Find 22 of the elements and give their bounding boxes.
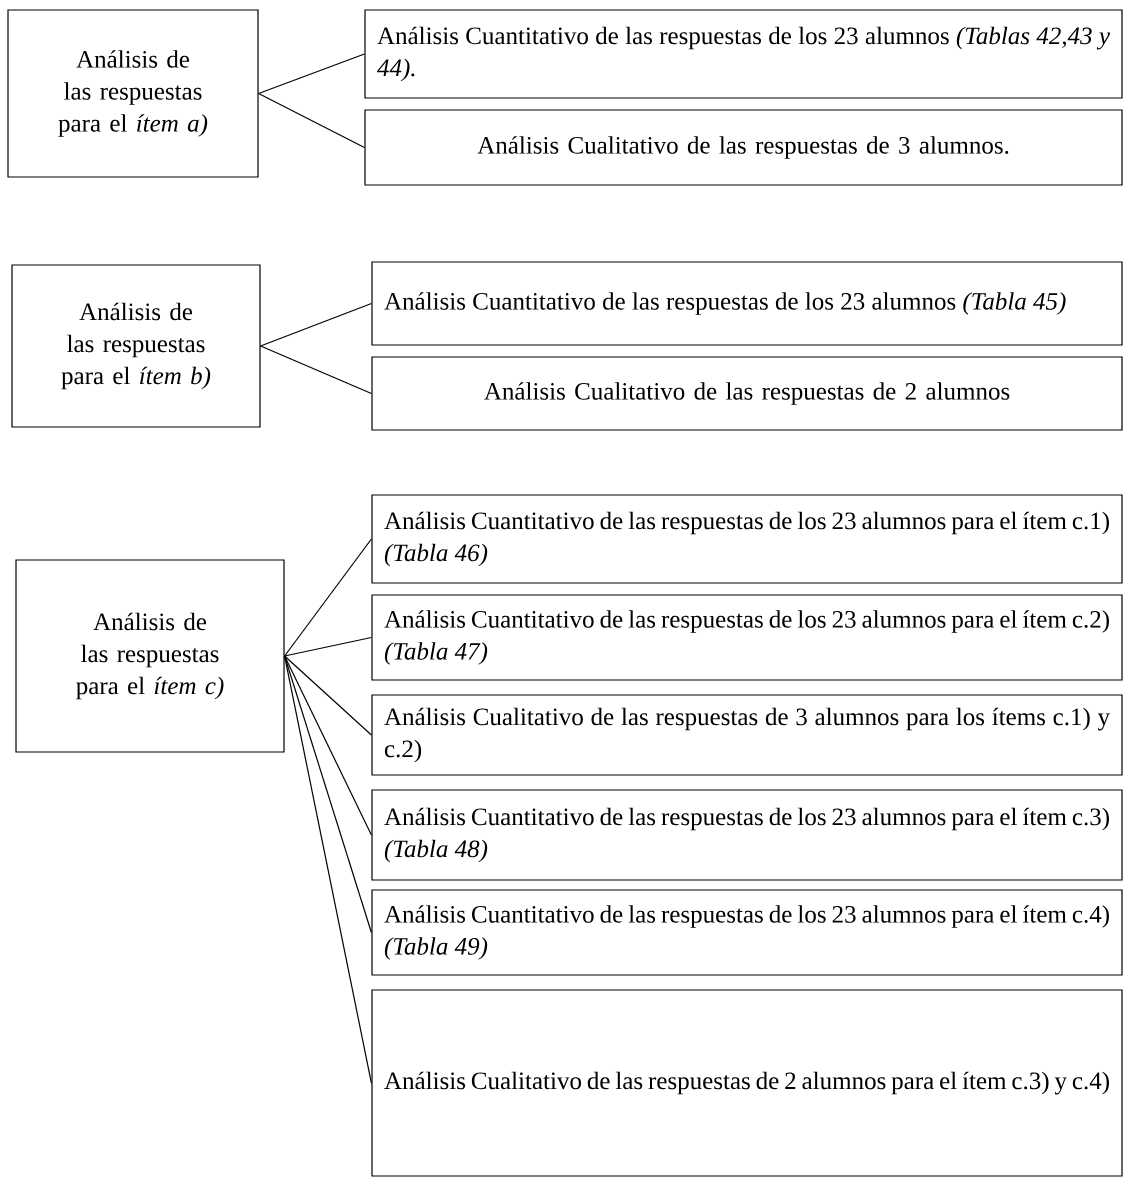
connector-line	[258, 92, 365, 149]
text-box: Análisis de las respuestas para el ítem a)	[7, 9, 259, 178]
text-box: Análisis Cuantitativo de las respuestas de los 23 alumnos para el ítem c.4) (Tabla 49)	[371, 889, 1123, 976]
connector-line	[260, 345, 372, 395]
text-box: Análisis de las respuestas para el ítem b)	[11, 264, 261, 428]
text-box: Análisis Cuantitativo de las respuestas de los 23 alumnos para el ítem c.3) (Tabla 48)	[371, 789, 1123, 881]
text-box: Análisis Cualitativo de las respuestas de 3 alumnos.	[364, 109, 1123, 186]
connector-line	[260, 302, 372, 347]
connector-line	[284, 655, 372, 1084]
connector-line	[284, 538, 372, 657]
text-box: Análisis Cualitativo de las respuestas de 2 alumnos	[371, 356, 1123, 431]
text-box: Análisis Cualitativo de las respuestas de 2 alumnos para el ítem c.3) y c.4)	[371, 989, 1123, 1177]
text-box: Análisis Cuantitativo de las respuestas de los 23 alumnos (Tablas 42,43 y 44).	[364, 9, 1123, 99]
connector-line	[284, 636, 372, 657]
text-box: Análisis Cuantitativo de las respuestas de los 23 alumnos (Tabla 45)	[371, 261, 1123, 346]
text-box: Análisis Cualitativo de las respuestas de 3 alumnos para los ítems c.1) y c.2)	[371, 694, 1123, 776]
text-box: Análisis Cuantitativo de las respuestas de los 23 alumnos para el ítem c.1) (Tabla 46)	[371, 494, 1123, 584]
text-box: Análisis Cuantitativo de las respuestas de los 23 alumnos para el ítem c.2) (Tabla 47)	[371, 594, 1123, 681]
connector-line	[284, 655, 372, 736]
text-box: Análisis de las respuestas para el ítem c)	[15, 559, 285, 753]
connector-line	[258, 53, 365, 95]
connector-line	[284, 655, 372, 836]
